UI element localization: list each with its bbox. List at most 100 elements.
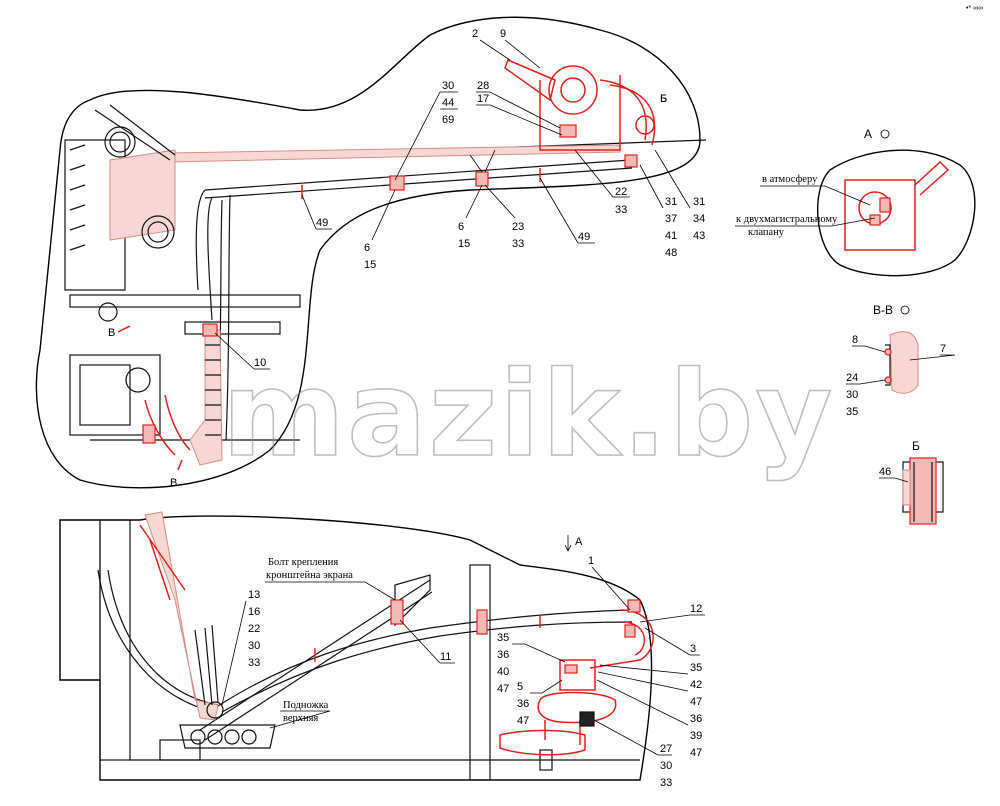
label-42: 42	[690, 679, 702, 691]
label-31-a: 31	[665, 196, 677, 208]
view-a-inset: А в атмосферу к двухмагистральному клапа…	[735, 127, 976, 277]
label-b-cyr-top: Б	[660, 93, 667, 105]
label-30: 30	[442, 80, 454, 92]
label-3: 3	[690, 643, 696, 655]
cab-wall-left	[59, 519, 101, 681]
bottom-view: А Болт крепления кронштейна экрана Подно…	[59, 511, 654, 781]
label-30-bb: 30	[846, 389, 858, 401]
label-35-b1: 35	[497, 632, 509, 644]
label-6-a: 6	[364, 242, 370, 254]
view-b-cyr-inset: Б 46	[879, 439, 944, 525]
label-33-b: 33	[512, 238, 524, 250]
note-bolt-line2: кронштейна экрана	[266, 570, 353, 581]
label-46: 46	[879, 466, 891, 478]
note-valve-line1: к двухмагистральному	[736, 214, 838, 225]
bottom-view-labels: 1 12 3 35 36 40 47 35 42 47 5 36 47 36 3…	[221, 555, 705, 789]
bottom-curved-pipe-2	[107, 569, 219, 706]
label-47-b2: 47	[690, 696, 702, 708]
label-2: 2	[472, 28, 478, 40]
cab-post-mid	[469, 564, 491, 781]
corner-mark: •* ∞∞	[966, 5, 983, 12]
section-arrow-b-top	[117, 325, 131, 333]
label-6-b: 6	[458, 221, 464, 233]
label-10: 10	[254, 357, 266, 369]
upper-step	[179, 724, 276, 749]
label-33-b4: 33	[248, 657, 260, 669]
label-8: 8	[852, 334, 858, 346]
label-30-b4: 30	[248, 640, 260, 652]
lower-red-assembly	[142, 394, 191, 456]
label-49-b: 49	[578, 231, 590, 243]
label-35-bb: 35	[846, 406, 858, 418]
main-air-pipe	[204, 159, 631, 191]
pipe-clamp-10	[202, 323, 218, 337]
label-43: 43	[693, 230, 705, 242]
view-bb-marker	[900, 305, 910, 315]
label-41: 41	[665, 230, 677, 242]
main-air-pipe-lower	[204, 167, 633, 199]
label-15-a: 15	[364, 259, 376, 271]
label-48: 48	[665, 247, 677, 259]
label-33-a: 33	[615, 204, 627, 216]
compressor-assembly-top	[504, 59, 656, 168]
arrow-a-label: А	[575, 536, 583, 548]
top-view-outline	[35, 16, 701, 489]
label-11: 11	[440, 651, 451, 663]
bottom-main-pipe-1	[217, 609, 633, 707]
upper-rail-band	[169, 144, 621, 163]
vertical-pipe-1	[195, 189, 206, 291]
label-37: 37	[665, 213, 677, 225]
bottom-clamp-11	[390, 599, 404, 625]
note-atmosphere: в атмосферу	[762, 174, 818, 185]
view-a-outline	[817, 149, 976, 277]
corrugated-hose-ribs	[205, 344, 221, 436]
label-47-b3: 47	[517, 715, 529, 727]
section-mark-b-top: В	[108, 327, 115, 339]
view-a-marker	[880, 129, 890, 139]
bottom-clamp-mid	[476, 609, 488, 635]
view-bb-title: В-В	[873, 303, 893, 317]
cab-structure	[64, 104, 301, 441]
label-16: 16	[248, 606, 260, 618]
vertical-pipe-4	[225, 194, 231, 441]
label-5: 5	[517, 681, 523, 693]
pipe-clamp-6-15-right	[475, 171, 489, 187]
view-bb-inset: В-В 8 7 24 30 35	[846, 303, 956, 418]
label-31-b: 31	[693, 196, 705, 208]
label-24: 24	[846, 372, 858, 384]
label-33-b3: 33	[660, 777, 672, 789]
vertical-pipe-2	[207, 197, 213, 321]
label-44: 44	[442, 97, 454, 109]
label-22: 22	[615, 186, 627, 198]
label-69: 69	[442, 114, 454, 126]
top-view-labels: 2 9 28 17 30 44 69 Б 22 33 31 31 37 34 4…	[214, 28, 705, 370]
label-1: 1	[588, 555, 594, 567]
label-13: 13	[248, 589, 260, 601]
label-12: 12	[690, 603, 702, 615]
label-23: 23	[512, 221, 524, 233]
view-bb-bracket	[889, 331, 919, 394]
label-36-b1: 36	[497, 649, 509, 661]
label-47-b1: 47	[497, 683, 509, 695]
bottom-hose-bundle	[144, 511, 219, 721]
note-step-line2: верхняя	[283, 713, 319, 724]
label-47-b4: 47	[690, 747, 702, 759]
callout-b-cyr: Б	[660, 93, 667, 105]
label-49-a: 49	[316, 217, 328, 229]
section-arrow-b-bottom	[177, 459, 183, 471]
label-9: 9	[500, 28, 506, 40]
view-a-title: А	[864, 127, 872, 141]
cab-frame-left	[99, 519, 131, 761]
label-39: 39	[690, 730, 702, 742]
note-valve-line2: клапану	[748, 227, 785, 238]
top-view: В В Б	[35, 16, 707, 489]
label-36-b2: 36	[517, 698, 529, 710]
arrow-a	[564, 535, 572, 552]
bottom-view-outline	[59, 515, 653, 781]
label-36-b3: 36	[690, 713, 702, 725]
label-17: 17	[477, 93, 489, 105]
compressor-assembly-bottom	[499, 599, 654, 756]
note-bolt-line1: Болт крепления	[268, 557, 338, 568]
label-40: 40	[497, 666, 509, 678]
